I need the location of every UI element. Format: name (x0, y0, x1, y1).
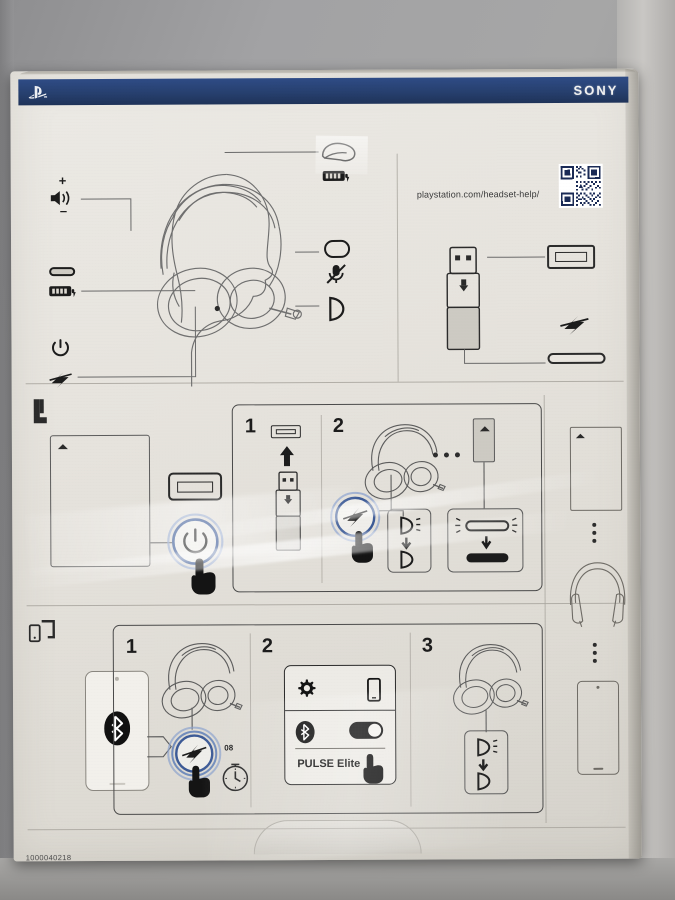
sony-wordmark: SONY (573, 82, 619, 98)
bt-step2-tap-hand-icon (359, 752, 387, 791)
adapter-link-icon (557, 313, 591, 342)
part-number: 1000040218 (25, 853, 72, 862)
ps5-console-icon (28, 397, 54, 430)
product-box: SONY + (10, 68, 642, 862)
headband-adjust-icon (319, 140, 359, 171)
adapter-status-led (547, 352, 606, 365)
bluetooth-toggle[interactable] (349, 721, 384, 739)
headset-led-state-box (387, 508, 432, 573)
mobile-device-icon (28, 619, 57, 648)
power-button-icon (49, 337, 71, 364)
headset-worn-illustration (119, 156, 330, 392)
link-button-icon (48, 369, 74, 394)
overview-leader-lines-left (77, 198, 197, 378)
console-steps-panel: 1 (231, 403, 543, 593)
settings-bluetooth-icon (295, 720, 315, 749)
battery-icon (322, 168, 352, 189)
smartphone-bluetooth (84, 670, 150, 792)
arrow-up-icon (279, 445, 295, 472)
bt-step-2-number: 2 (261, 635, 273, 658)
led-indicator-icon (324, 239, 351, 259)
rail-ellipsis-icon-2 (592, 642, 597, 663)
bt-step1-headset-icon (152, 637, 244, 724)
box-top-edge (20, 68, 636, 75)
bt-step1-connector (191, 707, 193, 730)
volume-speaker-icon (49, 189, 75, 212)
device-list-divider (295, 747, 386, 750)
stopwatch-icon (218, 755, 252, 798)
divider-console (26, 602, 625, 607)
phone-settings-mock: PULSE Elite (283, 664, 397, 786)
mic-mute-icon (324, 262, 348, 291)
battery-charging-icon (48, 283, 78, 304)
background-surface (0, 858, 675, 900)
bluetooth-icon (104, 709, 131, 752)
ps5-console-outline (49, 434, 151, 568)
tap-hand-icon (186, 556, 220, 601)
qr-code[interactable] (558, 163, 603, 208)
adapter-led-state-box (447, 508, 524, 573)
bluetooth-steps-panel: 1 (112, 623, 544, 815)
bt-step3-headset-icon (444, 638, 530, 721)
overview-leader-lines-right (224, 151, 320, 307)
usb-port-icon (547, 244, 596, 270)
rail-ps5-console-outline (569, 426, 623, 511)
bluetooth-leader-line (147, 736, 172, 758)
rail-ellipsis-icon-1 (592, 522, 597, 543)
usb-adapter-icon (441, 245, 488, 376)
instruction-page: + – (18, 109, 631, 861)
hold-seconds-label: 08 (224, 743, 234, 753)
brand-header-band: SONY (18, 76, 629, 106)
bt-headset-led-state-box (464, 730, 509, 795)
support-url[interactable]: playstation.com/headset-help/ (416, 189, 540, 200)
device-name-pulse-elite[interactable]: PULSE Elite (297, 757, 361, 771)
bt-step1-tap-hand-icon (184, 763, 214, 804)
bt-step3-connector (485, 710, 487, 733)
settings-divider (285, 709, 396, 712)
rail-headset-outline (564, 559, 630, 636)
step2-adapter-mini (472, 418, 495, 463)
rail-smartphone-outline (576, 680, 620, 775)
gear-icon[interactable] (295, 678, 317, 705)
playstation-logo (26, 84, 48, 101)
phone-icon (367, 677, 381, 707)
box-bottom-flap (253, 819, 422, 855)
dongle-leader-lines (463, 256, 546, 364)
earcup-led-icon (326, 296, 346, 327)
